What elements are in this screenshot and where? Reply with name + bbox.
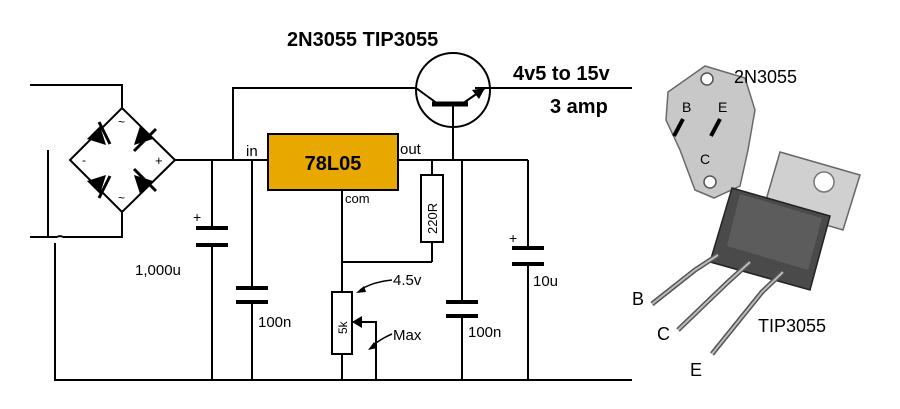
bridge-minus: - [82,153,86,167]
transistor-symbol [415,52,491,128]
regulator-pin-com: com [345,191,370,206]
bridge-ac-top: ~ [118,115,125,129]
to218-pin-b: B [632,289,644,309]
potentiometer-5k: 5k 4.5v Max [331,272,422,355]
input-capacitor: + 1,000u [135,209,228,279]
output-capacitor-polarity: + [509,230,517,246]
input-bypass-capacitor: 100n [236,286,291,331]
diode-bottom-left [87,175,112,199]
to218-name: TIP3055 [758,316,826,336]
input-capacitor-polarity: + [193,209,201,225]
diode-top-right [132,126,158,153]
regulator-label: 78L05 [305,153,362,175]
to3-name: 2N3055 [734,67,797,87]
circuit-wires [30,84,632,381]
bridge-plus: + [155,153,163,168]
output-capacitor-value: 10u [533,273,558,290]
output-bypass-capacitor: 100n [446,300,501,341]
to3-pin-c: C [700,151,710,167]
output-bypass-capacitor-value: 100n [468,324,501,341]
input-capacitor-value: 1,000u [135,262,181,279]
input-bypass-capacitor-value: 100n [258,314,291,331]
to218-pin-e: E [690,360,702,380]
to3-package-2n3055: B E C 2N3055 [665,65,797,199]
to218-pin-c: C [657,324,670,344]
potentiometer-max-label: Max [393,327,422,344]
regulator-pin-out: out [400,141,422,158]
diode-top-left [87,121,112,145]
resistor-220r: 220R [420,174,444,243]
regulator-78l05: 78L05 in out com [246,133,422,206]
bridge-ac-bottom: ~ [118,191,125,205]
resistor-220r-value: 220R [425,203,440,234]
output-current-label: 3 amp [550,96,608,118]
to218-package-tip3055: B C E TIP3055 [632,151,861,380]
diagram-title: 2N3055 TIP3055 [287,29,438,51]
potentiometer-value: 5k [336,320,350,334]
output-capacitor: + 10u [509,230,558,290]
bridge-rectifier: ~ ~ - + [68,106,177,214]
potentiometer-min-label: 4.5v [393,272,422,289]
diode-bottom-right [132,167,158,194]
regulator-pin-in: in [246,143,258,160]
to3-pin-e: E [718,99,727,115]
output-voltage-label: 4v5 to 15v [513,63,611,85]
to3-pin-b: B [682,99,691,115]
